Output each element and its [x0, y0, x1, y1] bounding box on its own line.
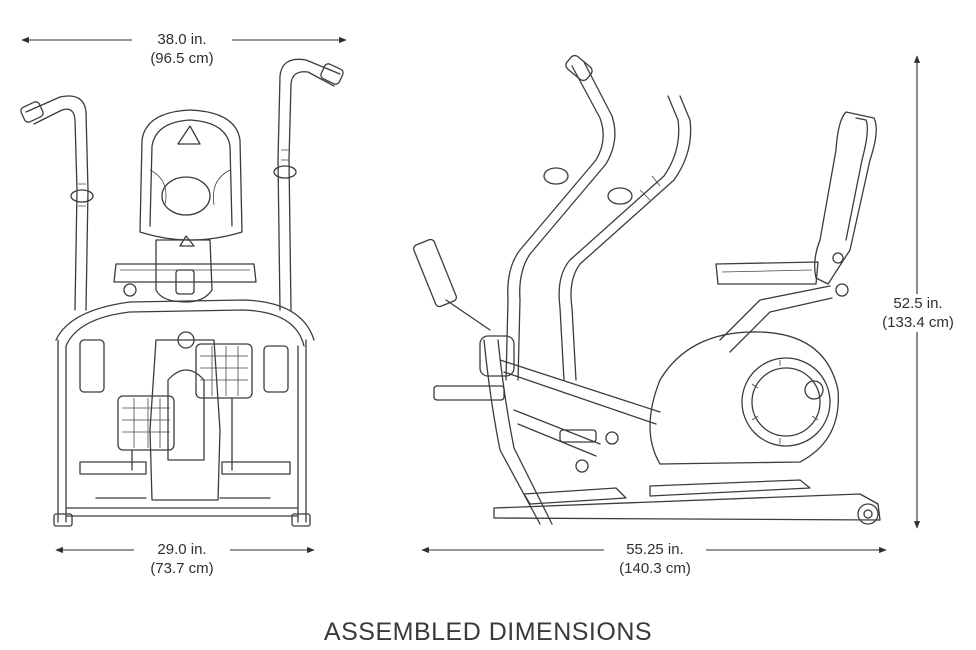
base-width-imperial: 29.0 in.	[157, 541, 207, 558]
front-view-illustration	[20, 58, 344, 527]
top-width-metric: (96.5 cm)	[150, 50, 214, 67]
top-width-imperial: 38.0 in.	[157, 31, 207, 48]
length-metric: (140.3 cm)	[619, 560, 691, 577]
height-imperial: 52.5 in.	[893, 295, 943, 312]
length-imperial: 55.25 in.	[626, 541, 684, 558]
length-label: 55.25 in. (140.3 cm)	[604, 540, 706, 578]
top-width-label: 38.0 in. (96.5 cm)	[132, 30, 232, 68]
base-width-metric: (73.7 cm)	[150, 560, 214, 577]
side-view-illustration	[412, 54, 881, 525]
base-width-label: 29.0 in. (73.7 cm)	[134, 540, 230, 578]
height-metric: (133.4 cm)	[882, 314, 954, 331]
diagram-caption: ASSEMBLED DIMENSIONS	[323, 618, 653, 646]
height-label: 52.5 in. (133.4 cm)	[876, 294, 960, 332]
